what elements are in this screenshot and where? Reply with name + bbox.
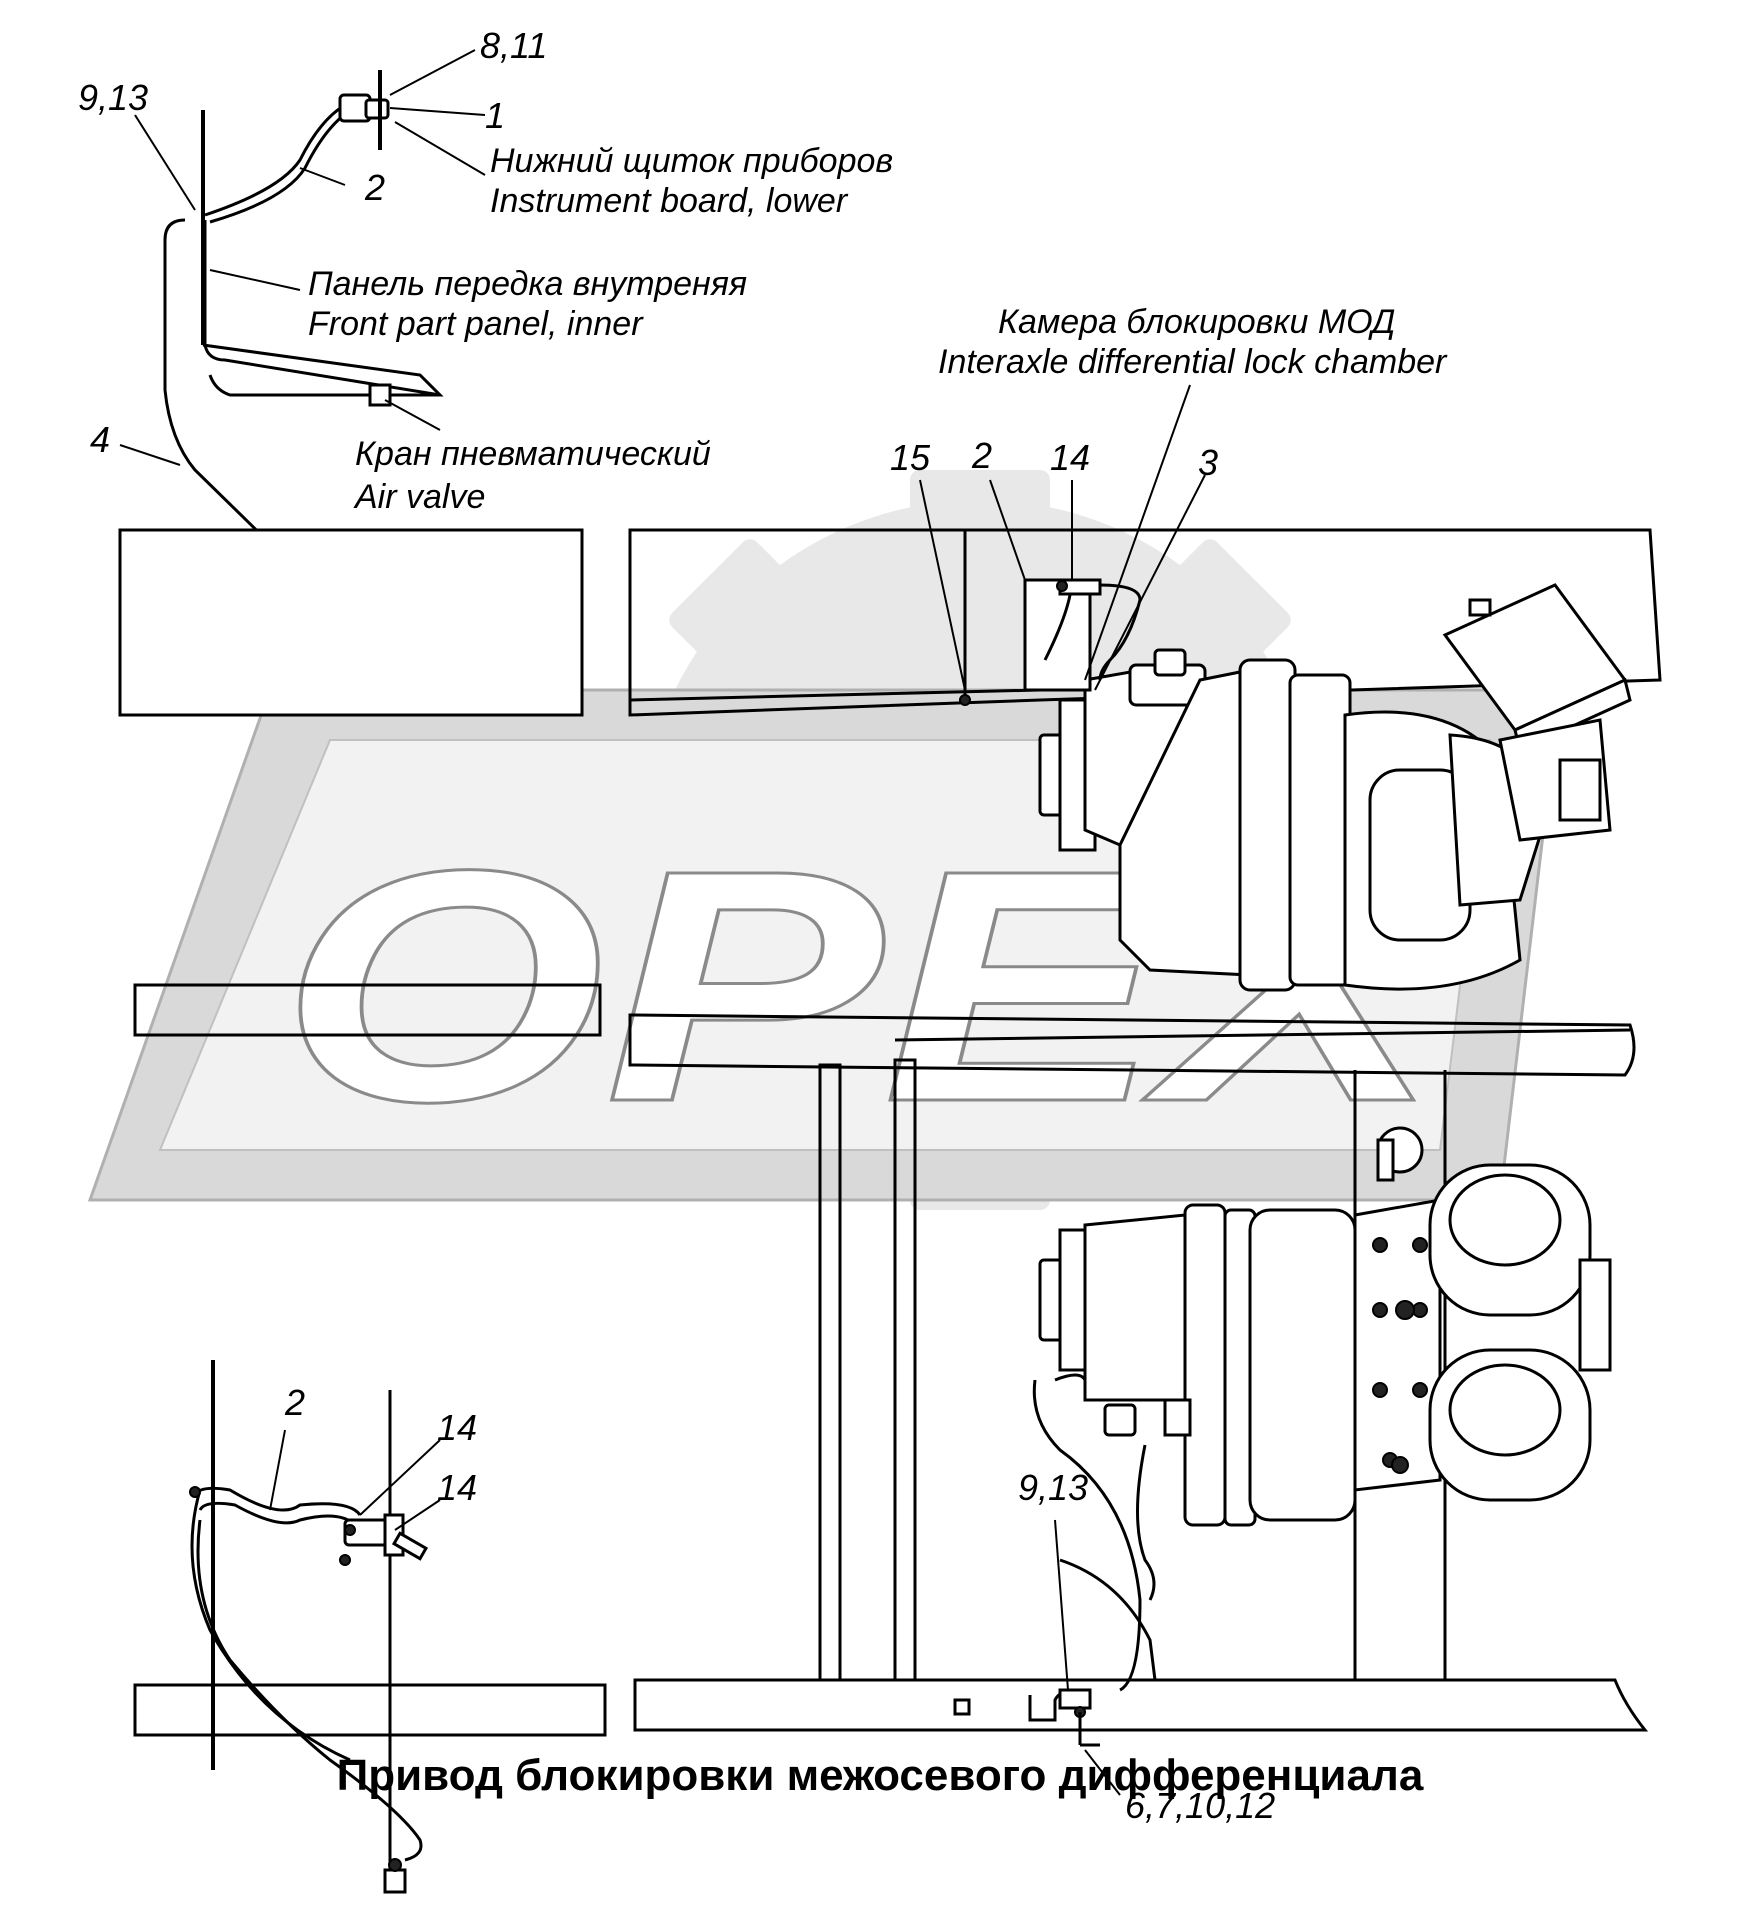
label-6-7-10-12: 6,7,10,12 — [1125, 1785, 1275, 1826]
leader-lines — [119, 49, 1206, 1796]
label-2-top: 2 — [364, 167, 385, 208]
label-15: 15 — [890, 437, 931, 478]
label-air-valve-en: Air valve — [353, 478, 485, 516]
label-camera-en: Interaxle differential lock chamber — [938, 343, 1448, 381]
label-14-bottom-b: 14 — [437, 1467, 477, 1508]
label-instrument-board-ru: Нижний щиток приборов — [490, 142, 893, 180]
frame-rails — [118, 528, 1662, 1737]
label-4: 4 — [90, 419, 110, 460]
upper-axle-assembly — [1038, 583, 1632, 992]
cab-panel-assembly — [163, 70, 580, 702]
pneumatic-pipes — [953, 530, 1157, 1747]
label-8-11: 8,11 — [480, 25, 547, 66]
label-instrument-board-en: Instrument board, lower — [490, 182, 849, 220]
label-3: 3 — [1198, 442, 1218, 483]
lower-axle-assembly — [1038, 1126, 1612, 1527]
label-camera-ru: Камера блокировки МОД — [998, 303, 1395, 341]
label-front-panel-ru: Панель передка внутреняя — [308, 265, 747, 303]
label-9-13-top: 9,13 — [78, 77, 148, 118]
bottom-left-inset — [189, 1360, 429, 1894]
label-2-bottom: 2 — [284, 1382, 305, 1423]
label-14-mid: 14 — [1050, 437, 1090, 478]
labels: 8,11 9,13 1 2 Нижний щиток приборов Inst… — [78, 25, 1448, 1826]
label-9-13-bottom: 9,13 — [1018, 1467, 1088, 1508]
diagram-title: Привод блокировки межосевого дифференциа… — [337, 1751, 1424, 1800]
label-air-valve-ru: Кран пневматический — [355, 435, 711, 473]
label-14-bottom-a: 14 — [437, 1407, 477, 1448]
label-1: 1 — [485, 95, 505, 136]
label-2-mid: 2 — [971, 435, 992, 476]
label-front-panel-en: Front part panel, inner — [308, 305, 644, 343]
